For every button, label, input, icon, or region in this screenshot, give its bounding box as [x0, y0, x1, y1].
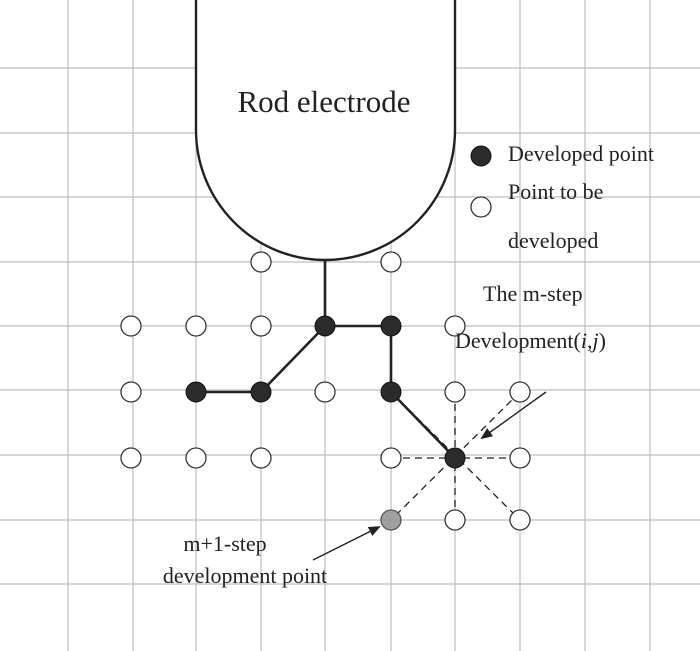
- legend-tobe-marker: [470, 196, 492, 218]
- next-step-arrow: [312, 526, 381, 561]
- developed-points: [185, 315, 466, 469]
- developed-point: [185, 381, 207, 403]
- legend-developed-label: Developed point: [508, 141, 654, 166]
- points-to-be-developed: [120, 251, 531, 531]
- open-point: [120, 447, 142, 469]
- open-point: [444, 315, 466, 337]
- open-point: [250, 251, 272, 273]
- open-point: [444, 509, 466, 531]
- legend-tobe-label-line1: Point to be: [508, 179, 603, 204]
- legend-developed-marker: [470, 145, 492, 167]
- electrode-label: Rod electrode: [237, 84, 410, 119]
- open-point: [314, 381, 336, 403]
- developed-point: [380, 315, 402, 337]
- open-point: [120, 315, 142, 337]
- open-point: [185, 447, 207, 469]
- open-point: [185, 315, 207, 337]
- open-point: [509, 447, 531, 469]
- open-point: [250, 315, 272, 337]
- mstep-label-line1: The m-step: [483, 281, 583, 306]
- development-path: [194, 258, 457, 460]
- open-point: [509, 381, 531, 403]
- open-point: [380, 447, 402, 469]
- open-point: [380, 251, 402, 273]
- developed-point: [444, 447, 466, 469]
- open-point: [444, 381, 466, 403]
- developed-point: [250, 381, 272, 403]
- rod-electrode: [194, 0, 457, 262]
- open-point: [250, 447, 272, 469]
- legend-tobe-label-line2: developed: [508, 228, 598, 253]
- developed-point: [314, 315, 336, 337]
- next-step-label-line1: m+1-step: [183, 531, 266, 556]
- mstep-arrow: [480, 391, 547, 440]
- mstep-label-line2: Development(i,j): [455, 328, 606, 353]
- open-point: [509, 509, 531, 531]
- next-step-point: [380, 509, 402, 531]
- next-step-label-line2: development point: [163, 563, 327, 588]
- open-point: [120, 381, 142, 403]
- developed-point: [380, 381, 402, 403]
